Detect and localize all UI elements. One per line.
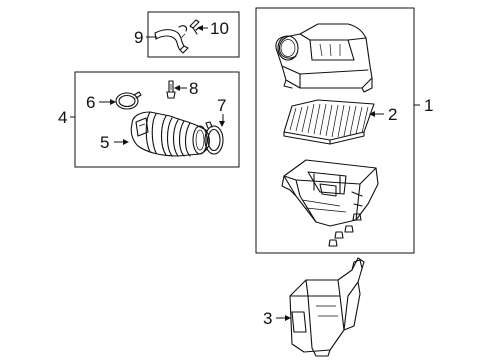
callout-label-3: 3 — [263, 309, 272, 328]
hose-clamp-icon — [204, 121, 224, 155]
callout-label-6: 6 — [86, 93, 95, 112]
clip-icon — [189, 19, 201, 35]
callout-label-10: 10 — [210, 19, 229, 38]
air-filter-icon — [283, 99, 375, 145]
sensor-icon — [166, 80, 176, 99]
intake-hose-icon — [130, 111, 210, 157]
bolt-icon — [328, 213, 362, 247]
hose-clamp-icon — [115, 91, 142, 110]
leader-lines — [70, 25, 420, 321]
callout-label-2: 2 — [388, 105, 397, 124]
group-box-9-10 — [147, 11, 240, 58]
air-cleaner-housing-icon — [275, 23, 373, 93]
air-cleaner-housing-icon — [281, 159, 379, 227]
vent-tube-icon — [154, 25, 189, 54]
callout-label-9: 9 — [134, 28, 143, 47]
group-box-1-2 — [255, 7, 415, 254]
callout-label-7: 7 — [217, 96, 226, 115]
callout-label-4: 4 — [58, 108, 67, 127]
callout-label-5: 5 — [100, 133, 109, 152]
group-box-4-8 — [74, 71, 240, 168]
callout-label-1: 1 — [424, 96, 433, 115]
air-duct-icon — [289, 257, 365, 357]
callout-label-8: 8 — [189, 79, 198, 98]
